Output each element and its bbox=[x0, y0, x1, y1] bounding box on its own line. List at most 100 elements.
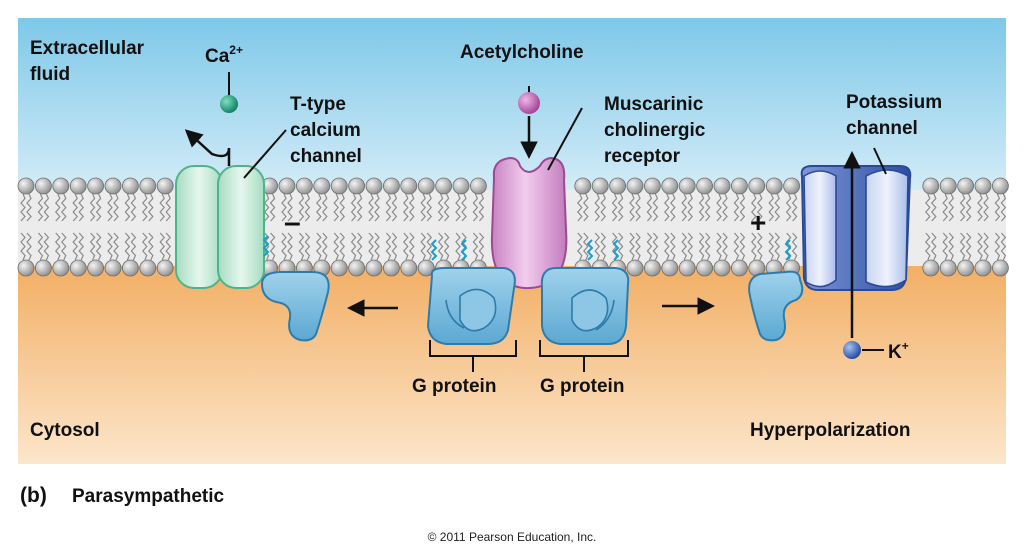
lipid-head bbox=[35, 259, 52, 277]
lipid-tail bbox=[478, 232, 485, 261]
lipid-tail bbox=[652, 232, 659, 261]
lipid-tail bbox=[594, 232, 601, 261]
potassium-label-line2: channel bbox=[846, 118, 918, 139]
lipid-tail bbox=[304, 232, 311, 261]
lipid-tail bbox=[704, 232, 711, 261]
ttype-label-line2: calcium bbox=[290, 120, 361, 141]
lipid-head bbox=[104, 259, 122, 277]
g-protein-bracket-right bbox=[539, 340, 629, 372]
lipid-head bbox=[957, 259, 974, 277]
lipid-head bbox=[939, 177, 957, 195]
lipid-tail bbox=[698, 193, 705, 222]
lipid-head bbox=[139, 259, 157, 277]
lipid-tail bbox=[942, 193, 949, 222]
lipid-tail bbox=[95, 232, 102, 261]
lipid-head bbox=[87, 177, 104, 195]
lipid-tail bbox=[298, 232, 305, 261]
lipid-tail bbox=[402, 232, 409, 261]
lipid-tail bbox=[165, 232, 172, 261]
lipid-tail bbox=[37, 193, 44, 222]
lipid-tail bbox=[478, 193, 485, 222]
lipid-tail bbox=[113, 193, 119, 222]
lipid-tail bbox=[437, 193, 444, 222]
lipid-tail bbox=[791, 232, 798, 261]
lipid-tail bbox=[455, 193, 461, 222]
lipid-head bbox=[678, 259, 696, 277]
potassium-channel bbox=[800, 165, 912, 291]
lipid-tail bbox=[356, 232, 363, 261]
lipid-tail bbox=[722, 232, 728, 261]
lipid-head bbox=[365, 259, 383, 277]
lipid-tail bbox=[768, 193, 775, 222]
lipid-tail bbox=[420, 193, 427, 222]
lipid-tail bbox=[600, 193, 607, 222]
calcium-flow-arrow bbox=[184, 129, 231, 166]
lipid-tail bbox=[768, 232, 775, 261]
lipid-tail bbox=[739, 193, 746, 222]
lipid-tail bbox=[646, 232, 653, 261]
lipid-tail bbox=[611, 193, 618, 222]
lipid-tail bbox=[942, 232, 949, 261]
lipid-tail bbox=[20, 193, 26, 222]
lipid-head bbox=[156, 259, 174, 277]
acetylcholine-label: Acetylcholine bbox=[460, 42, 584, 63]
lipid-tail bbox=[54, 193, 61, 222]
lipid-tail bbox=[774, 193, 781, 222]
lipid-head bbox=[382, 177, 400, 195]
lipid-head bbox=[400, 259, 418, 277]
g-protein-beta-gamma-left bbox=[260, 271, 330, 342]
lipid-tail bbox=[983, 193, 989, 222]
lipid-head bbox=[469, 177, 487, 195]
lipid-head bbox=[992, 259, 1009, 277]
potassium-ion-label: K+ bbox=[888, 339, 909, 363]
membrane-positive-sign: + bbox=[750, 207, 766, 238]
muscarinic-receptor bbox=[490, 156, 568, 290]
g-protein-label-right: G protein bbox=[540, 376, 624, 397]
lipid-tail bbox=[350, 193, 357, 222]
lipid-tail bbox=[72, 232, 79, 261]
lipid-tail bbox=[113, 232, 119, 261]
lipid-head bbox=[330, 259, 348, 277]
lipid-tail bbox=[1000, 232, 1007, 261]
acetylcholine-molecule bbox=[518, 92, 540, 114]
lipid-tail bbox=[391, 232, 398, 261]
lipid-head bbox=[783, 177, 800, 195]
lipid-tail bbox=[315, 232, 322, 261]
lipid-tail bbox=[733, 232, 740, 261]
lipid-tail bbox=[716, 193, 722, 222]
lipid-head bbox=[713, 177, 731, 195]
lipid-tail bbox=[321, 232, 328, 261]
lipid-tail bbox=[635, 232, 641, 261]
lipid-head bbox=[417, 177, 435, 195]
copyright-notice: © 2011 Pearson Education, Inc. bbox=[427, 530, 597, 544]
lipid-head bbox=[330, 177, 348, 195]
lipid-anchor-squiggle bbox=[586, 239, 594, 261]
panel-letter: (b) bbox=[20, 484, 47, 507]
lipid-tail bbox=[663, 193, 670, 222]
lipid-head bbox=[348, 259, 366, 277]
lipid-tail bbox=[124, 232, 131, 261]
lipid-tail bbox=[374, 232, 380, 261]
lipid-tail bbox=[426, 232, 433, 261]
lipid-tail bbox=[472, 193, 479, 222]
lipid-tail bbox=[576, 193, 583, 222]
lipid-tail bbox=[948, 232, 955, 261]
lipid-tail bbox=[629, 193, 635, 222]
lipid-tail bbox=[930, 193, 937, 222]
lipid-tail bbox=[72, 193, 79, 222]
lipid-tail bbox=[78, 193, 85, 222]
lipid-tail bbox=[60, 193, 67, 222]
lipid-tail bbox=[461, 193, 467, 222]
cytosol-label: Cytosol bbox=[30, 420, 100, 441]
muscarinic-leader-line bbox=[547, 107, 583, 171]
lipid-head bbox=[17, 259, 35, 277]
lipid-tail bbox=[281, 193, 287, 222]
lipid-tails bbox=[20, 193, 1007, 261]
lipid-tail bbox=[704, 193, 711, 222]
lipid-tail bbox=[750, 232, 757, 261]
lipid-tail bbox=[130, 193, 137, 222]
lipid-tail bbox=[924, 232, 931, 261]
lipid-tail bbox=[722, 193, 728, 222]
lipid-tail bbox=[426, 193, 433, 222]
lipid-head bbox=[121, 259, 139, 277]
